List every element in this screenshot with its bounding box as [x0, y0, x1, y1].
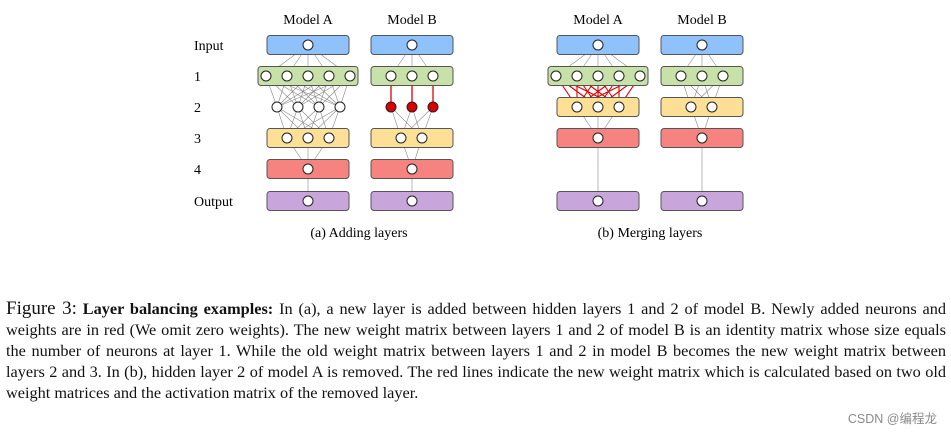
- neuron: [323, 132, 335, 144]
- row-label-input: Input: [194, 39, 224, 54]
- neuron: [395, 132, 407, 144]
- neurons: [260, 39, 729, 207]
- neuron: [313, 101, 325, 113]
- neuron: [675, 70, 687, 82]
- neuron: [271, 101, 283, 113]
- watermark: CSDN @编程龙: [847, 412, 937, 426]
- neuron: [281, 132, 293, 144]
- caption-body: In (a), a new layer is added between hid…: [6, 299, 946, 402]
- neuron: [281, 70, 293, 82]
- neuron: [613, 70, 625, 82]
- neuron: [406, 70, 418, 82]
- neuron: [592, 195, 604, 207]
- subcaption-a: (a) Adding layers: [310, 226, 407, 241]
- neuron: [634, 70, 646, 82]
- neuron: [550, 70, 562, 82]
- neuron: [592, 132, 604, 144]
- row-label-4: 4: [194, 163, 201, 178]
- new-neuron: [385, 101, 397, 113]
- subcaption-b: (b) Merging layers: [598, 226, 703, 241]
- neuron: [592, 70, 604, 82]
- neuron: [696, 70, 708, 82]
- neuron: [592, 39, 604, 51]
- new-neuron: [406, 101, 418, 113]
- neuron: [613, 101, 625, 113]
- left-model-b-title: Model B: [387, 13, 436, 28]
- layer-box-3: [660, 97, 744, 117]
- neuron: [696, 39, 708, 51]
- neuron: [406, 195, 418, 207]
- neuron: [427, 70, 439, 82]
- left-model-a-title: Model A: [283, 13, 333, 28]
- neuron: [323, 70, 335, 82]
- neuron: [416, 132, 428, 144]
- neuron: [685, 101, 697, 113]
- row-label-2: 2: [194, 101, 201, 116]
- neuron: [302, 132, 314, 144]
- diagram-labels: Model A Model B Model A Model B Input 1 …: [194, 13, 727, 241]
- neuron: [385, 70, 397, 82]
- neuron: [717, 70, 729, 82]
- neuron: [302, 195, 314, 207]
- neuron: [344, 70, 356, 82]
- neuron: [571, 101, 583, 113]
- right-model-b-title: Model B: [677, 13, 726, 28]
- caption-label: Figure 3:: [6, 298, 77, 319]
- new-neuron: [427, 101, 439, 113]
- neuron: [406, 163, 418, 175]
- neuron: [260, 70, 272, 82]
- neuron: [706, 101, 718, 113]
- neuron: [302, 39, 314, 51]
- right-model-a-title: Model A: [573, 13, 623, 28]
- neuron: [302, 163, 314, 175]
- caption-title: Layer balancing examples:: [82, 299, 274, 318]
- row-label-3: 3: [194, 132, 201, 147]
- row-label-output: Output: [194, 195, 233, 210]
- layer-box-3: [370, 128, 454, 148]
- neuron: [571, 70, 583, 82]
- neuron: [292, 101, 304, 113]
- network-diagram: Model A Model B Model A Model B Input 1 …: [194, 13, 744, 241]
- neuron: [302, 70, 314, 82]
- neuron: [592, 101, 604, 113]
- row-label-1: 1: [194, 70, 201, 85]
- neuron: [406, 39, 418, 51]
- neuron: [696, 195, 708, 207]
- figure-caption: Figure 3: Layer balancing examples: In (…: [6, 298, 946, 403]
- neuron: [334, 101, 346, 113]
- neuron: [696, 132, 708, 144]
